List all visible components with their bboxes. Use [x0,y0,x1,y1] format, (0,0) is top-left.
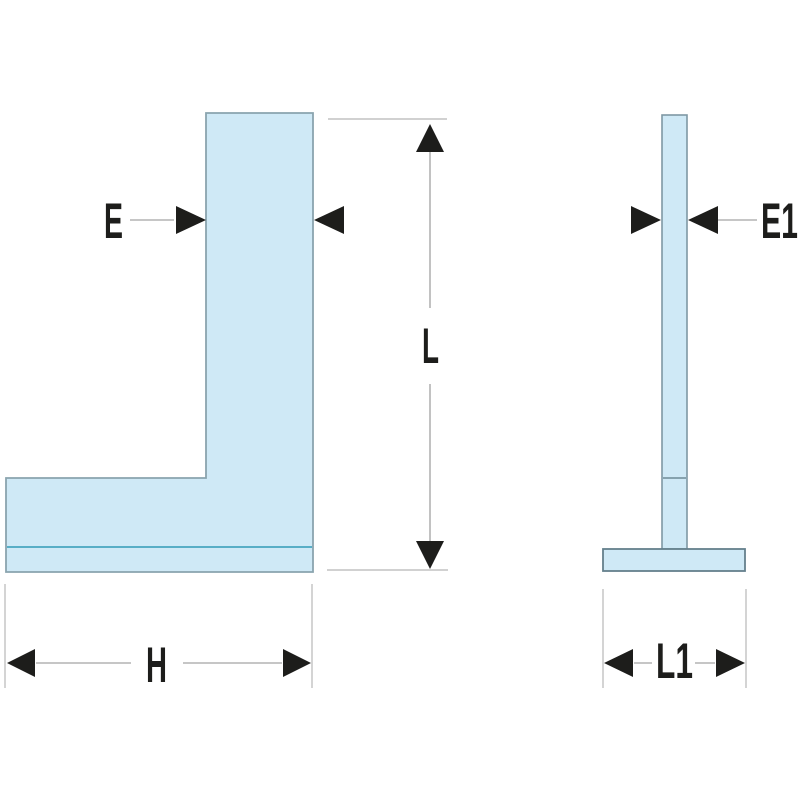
e-dimension-label: E [104,193,123,249]
h-left-arrowhead-icon [7,649,35,677]
l-dimension-label: L [422,318,439,374]
l-up-arrowhead-icon [416,124,444,152]
dimension-lines [4,118,757,688]
l-down-arrowhead-icon [416,541,444,569]
e-right-arrowhead-icon [176,206,206,234]
l1-dimension-label: L1 [656,633,693,689]
h-right-arrowhead-icon [283,649,311,677]
e1-left-arrowhead-icon [688,206,718,234]
part-shapes [5,112,746,573]
e1-right-arrowhead-icon [631,206,661,234]
side-view-stock-base [602,548,746,572]
l1-right-arrowhead-icon [716,649,745,677]
h-dimension-label: H [146,637,167,693]
l1-left-arrowhead-icon [604,649,633,677]
side-view-blade [661,114,688,550]
arrowheads [7,124,745,677]
e1-dimension-label: E1 [761,193,798,249]
dimension-labels: E L H E1 L1 [104,193,798,693]
e-left-arrowhead-icon [314,206,344,234]
front-view-square-body [5,112,314,573]
